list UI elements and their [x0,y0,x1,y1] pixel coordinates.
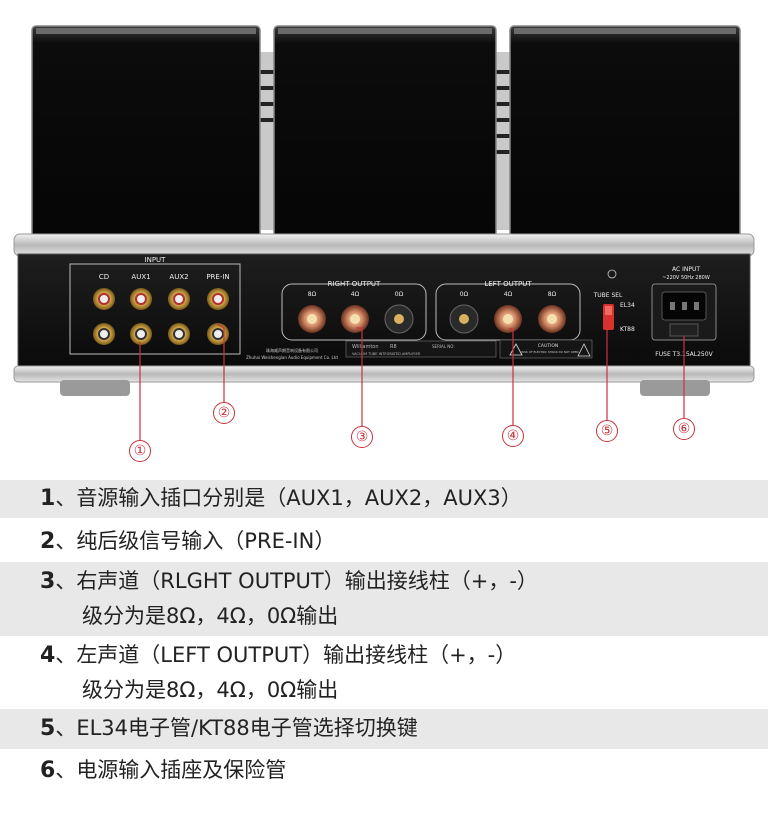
ac-spec: ~220V 50Hz 280W [662,275,710,281]
tube-sel-label: TUBE SEL [593,292,623,299]
el34-label: EL34 [620,302,635,309]
model: R8 [390,344,397,350]
model-desc: VACUUM TUBE INTEGRATED AMPLIFIER [352,352,421,356]
caution-sub: RISK OF ELECTRIC SHOCK DO NOT OPEN [522,350,579,354]
left-binding-posts[interactable] [449,304,566,334]
list-item-2: 2、纯后级信号输入（PRE-IN） [40,529,336,554]
left-ohm-0: 0Ω [460,291,469,298]
amplifier-rear-photo: INPUT CD AUX1 AUX2 PRE-IN 珠海威声朗音响设备有限公司 … [13,25,755,440]
callout-6: ⑥ [673,418,695,440]
right-output-title: RIGHT OUTPUT [328,280,381,288]
callout-5: ⑤ [596,420,618,442]
input-title: INPUT [145,256,167,264]
right-ohm-8: 8Ω [308,291,317,298]
item-3-text-line2: 级分为是8Ω，4Ω，0Ω输出 [82,604,339,628]
serial-label: SERIAL NO: [432,344,455,349]
maker-en: Zhuhai Weishenglan Audio Equipment Co. L… [246,355,338,360]
callout-3: ③ [351,426,373,448]
maker-cn: 珠海威声朗音响设备有限公司 [266,347,318,353]
input-label-aux1: AUX1 [131,273,150,281]
left-ohm-8: 8Ω [548,291,557,298]
item-1-text: 音源输入插口分别是（AUX1，AUX2，AUX3） [76,486,522,510]
shock-triangle-icon [577,343,591,357]
list-item-1: 1、音源输入插口分别是（AUX1，AUX2，AUX3） [0,480,768,518]
list-item-3: 3、右声道（RLGHT OUTPUT）输出接线柱（+，-） 级分为是8Ω，4Ω，… [0,562,768,636]
item-4-text-line2: 级分为是8Ω，4Ω，0Ω输出 [82,678,339,702]
callout-4: ④ [502,425,524,447]
item-5-text: EL34电子管/KT88电子管选择切换键 [76,716,418,740]
left-output-group: LEFT OUTPUT 0Ω 4Ω 8Ω CAUTION RISK OF ELE… [435,280,593,359]
ac-input-label: AC INPUT [672,266,700,273]
tube-select-group: TUBE SEL EL34 KT88 [593,269,635,333]
right-output-group: RIGHT OUTPUT 8Ω 4Ω 0Ω Williamton R8 SERI… [281,280,497,358]
item-4-text: 左声道（LEFT OUTPUT）输出接线柱（+，-） [76,643,517,667]
right-ohm-4: 4Ω [351,291,360,298]
left-ohm-4: 4Ω [504,291,513,298]
item-2-text: 纯后级信号输入（PRE-IN） [76,529,336,553]
item-6-text: 电源输入插座及保险管 [76,758,287,782]
right-ohm-0: 0Ω [395,291,404,298]
right-binding-posts[interactable] [298,304,414,334]
callout-1: ① [129,440,151,462]
list-item-5: 5、EL34电子管/KT88电子管选择切换键 [0,709,768,749]
left-output-title: LEFT OUTPUT [484,280,532,288]
input-jacks-group: INPUT CD AUX1 AUX2 PRE-IN 珠海威声朗音响设备有限公司 … [69,256,338,360]
callout-lines [139,323,685,440]
kt88-label: KT88 [620,326,635,333]
transformer-covers [31,25,741,247]
list-item-4: 4、左声道（LEFT OUTPUT）输出接线柱（+，-） 级分为是8Ω，4Ω，0… [0,637,768,709]
item-3-text: 右声道（RLGHT OUTPUT）输出接线柱（+，-） [76,569,538,593]
list-item-6: 6、电源输入插座及保险管 [40,758,287,783]
brand: Williamton [352,344,379,350]
callout-2: ② [213,402,235,424]
fuse-holder[interactable] [669,323,699,337]
input-label-pre-in: PRE-IN [206,273,229,281]
input-label-cd: CD [99,273,109,281]
caution-label: CAUTION [538,343,559,349]
input-label-aux2: AUX2 [169,273,188,281]
